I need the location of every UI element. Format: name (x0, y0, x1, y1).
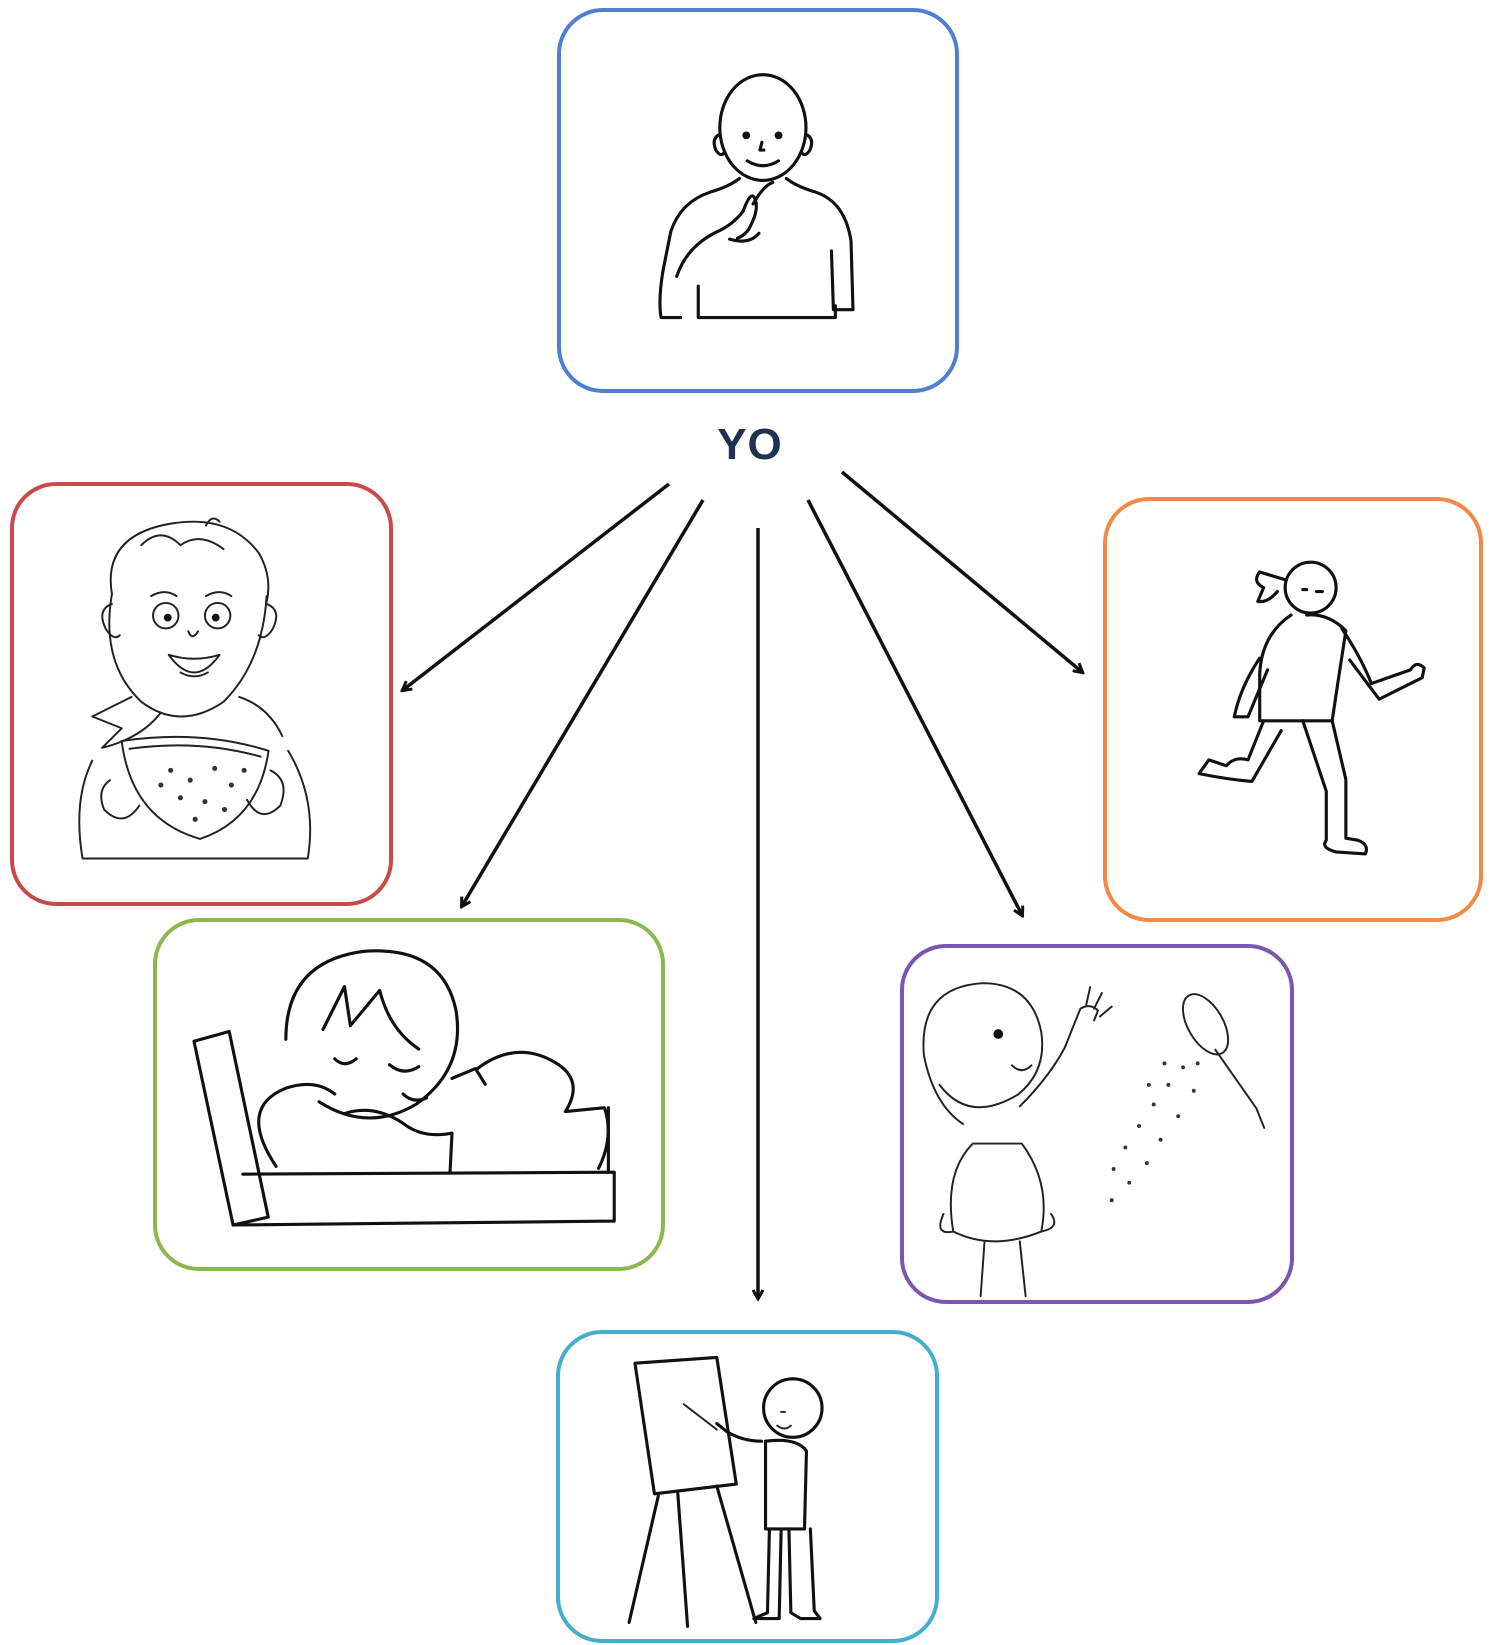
self-pictogram-card (557, 8, 959, 393)
child-sleeping-in-bed-icon (192, 949, 616, 1227)
arrow-to-shower (806, 499, 1022, 915)
child-painting-at-easel-icon (627, 1355, 824, 1628)
child-eating-watermelon-icon (78, 517, 312, 860)
arrow-to-sleep (462, 499, 705, 906)
run-pictogram-card (1103, 497, 1483, 922)
girl-showering-icon (922, 982, 1266, 1298)
person-pointing-to-self-icon (658, 73, 855, 320)
paint-pictogram-card (556, 1330, 939, 1643)
arrow-to-eat (403, 482, 671, 690)
shower-pictogram-card (900, 944, 1294, 1304)
eat-pictogram-card (10, 482, 393, 906)
person-running-icon (1197, 560, 1426, 856)
center-label: YO (717, 420, 783, 469)
sleep-pictogram-card (153, 918, 665, 1271)
arrow-to-run (840, 470, 1082, 672)
